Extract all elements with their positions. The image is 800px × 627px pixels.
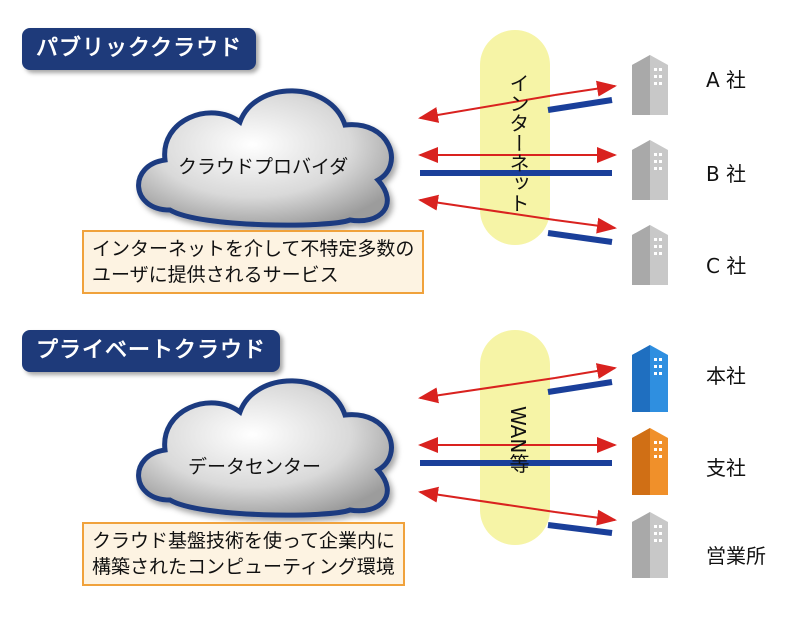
building-office <box>632 512 668 578</box>
private-note-line2: 構築されたコンピューティング環境 <box>92 556 395 578</box>
internet-pill <box>480 30 550 245</box>
wan-label: WAN等 <box>506 406 530 474</box>
public-links <box>420 97 613 245</box>
public-cloud <box>136 88 394 228</box>
building-a <box>632 55 668 115</box>
private-cloud-title: プライベートクラウド <box>22 330 281 372</box>
company-office-label: 営業所 <box>706 544 766 568</box>
public-note-line2: ユーザに提供されるサービス <box>92 264 339 286</box>
company-c-label: C 社 <box>706 254 747 278</box>
internet-label: インターネット <box>506 73 530 213</box>
building-hq <box>632 345 668 412</box>
public-note-line1: インターネットを介して不特定多数の <box>92 238 415 260</box>
private-note-line1: クラウド基盤技術を使って企業内に <box>92 530 396 552</box>
public-arrows <box>418 80 617 234</box>
company-branch-label: 支社 <box>706 456 746 480</box>
private-provider-label: データセンター <box>188 456 322 478</box>
private-cloud <box>136 378 394 518</box>
company-b-label: B 社 <box>706 162 747 186</box>
public-note: インターネットを介して不特定多数の ユーザに提供されるサービス <box>82 230 425 294</box>
private-note: クラウド基盤技術を使って企業内に 構築されたコンピューティング環境 <box>82 522 406 586</box>
public-cloud-title: パブリッククラウド <box>22 28 257 70</box>
building-branch <box>632 428 668 495</box>
company-hq-label: 本社 <box>706 364 746 388</box>
wan-pill <box>480 330 550 545</box>
building-c <box>632 225 668 285</box>
company-a-label: A 社 <box>706 68 747 92</box>
public-provider-label: クラウドプロバイダ <box>178 156 349 178</box>
private-arrows <box>418 363 617 526</box>
private-links <box>420 379 613 536</box>
building-b <box>632 140 668 200</box>
